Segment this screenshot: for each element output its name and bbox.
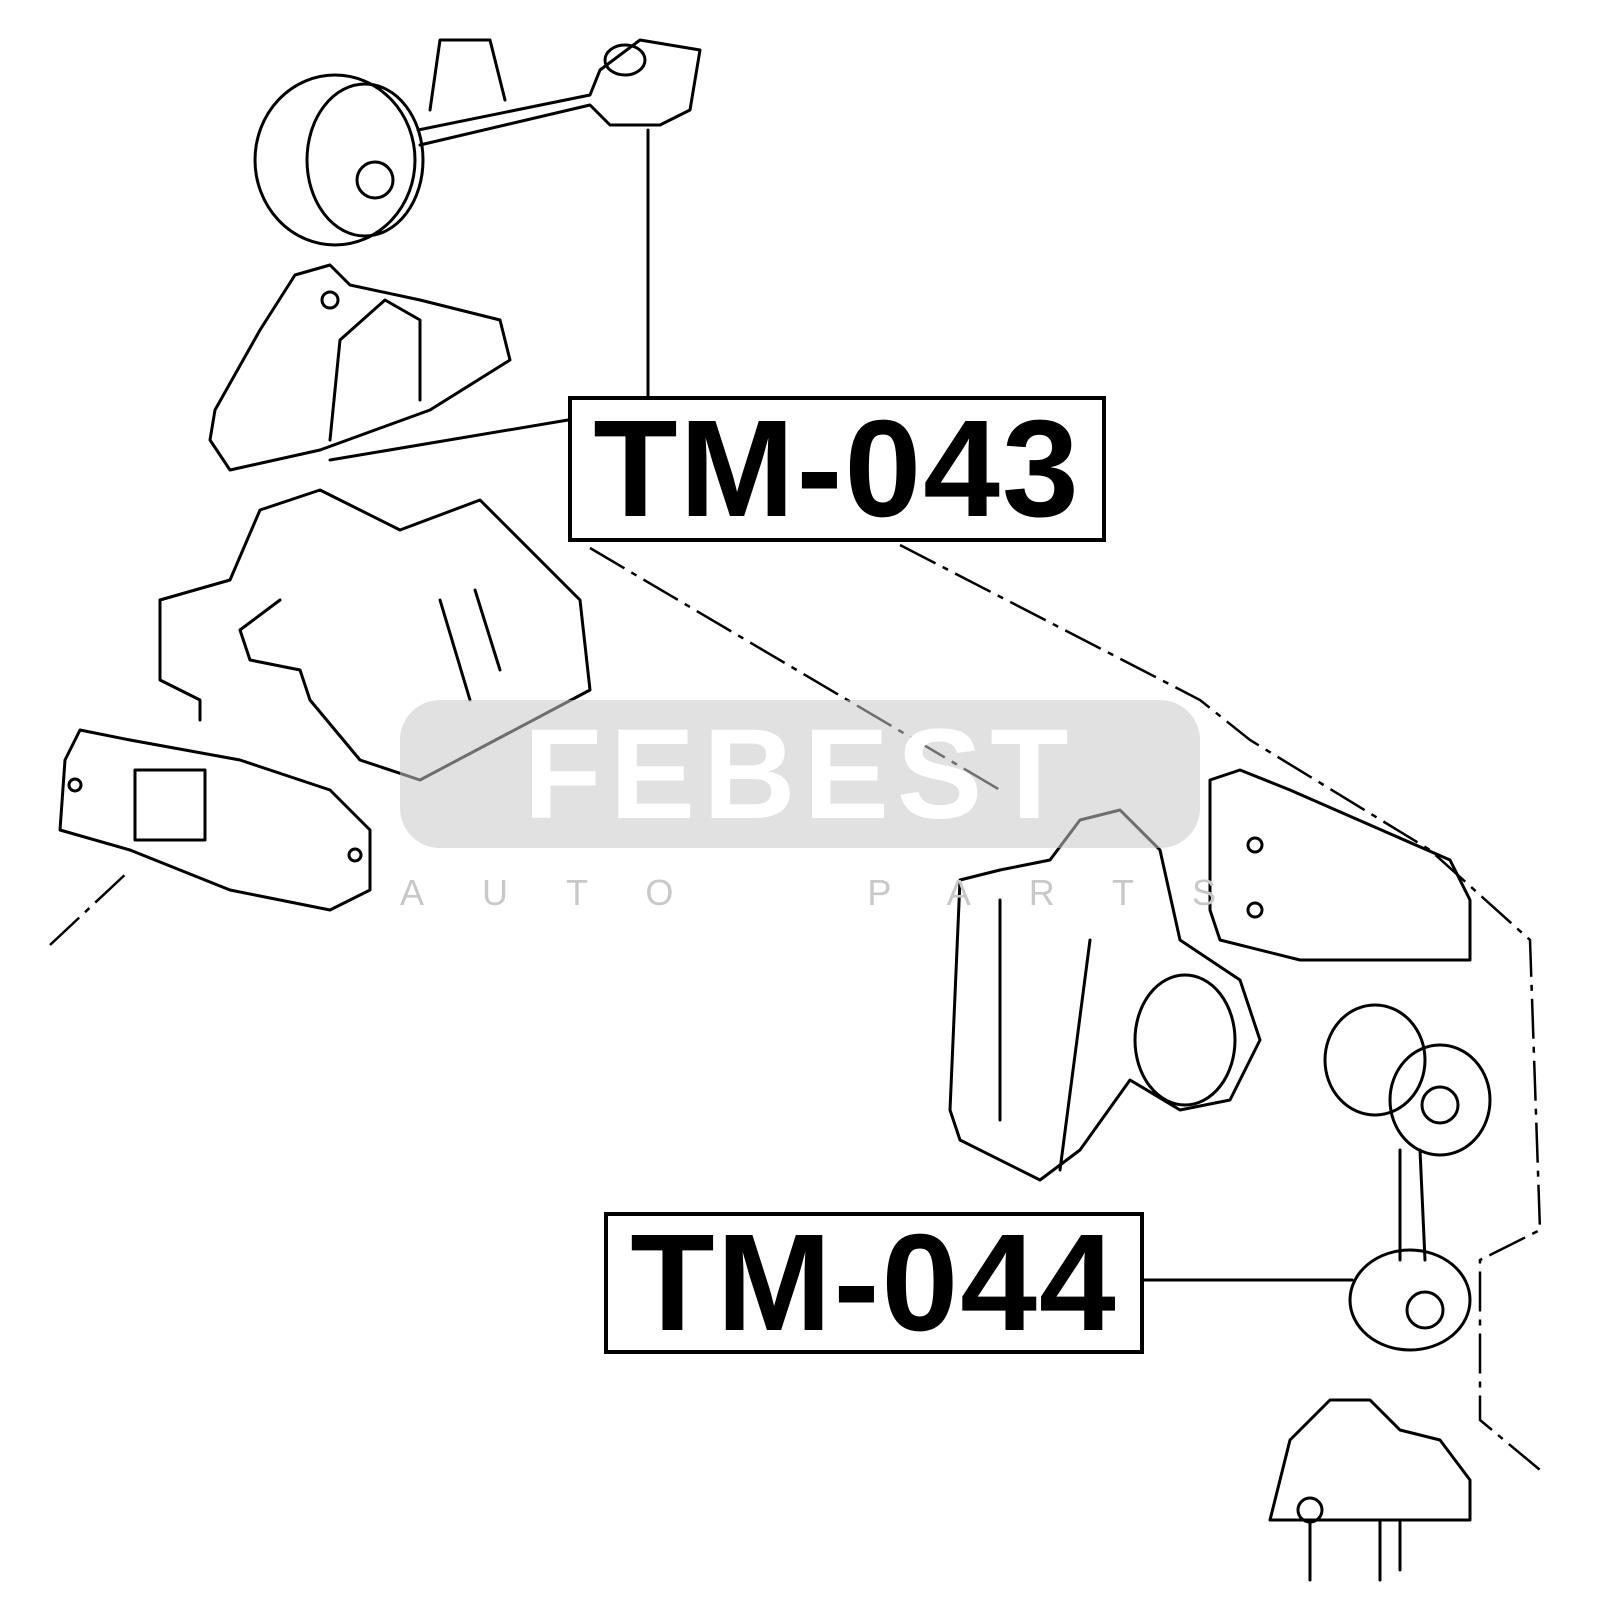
mount-bottom-right: [1268, 1398, 1472, 1582]
watermark-brand: FEBEST: [400, 700, 1200, 848]
mount-tm043-drawing: [253, 38, 702, 247]
bracket-upper-left: [208, 263, 512, 472]
leader-line-tm043-left: [328, 418, 570, 462]
watermark-tagline: AUTO PARTS: [400, 872, 1275, 913]
frame-outline-right: [899, 543, 1542, 1471]
centerline-left: [49, 869, 131, 946]
part-label-tm043: TM-043: [568, 392, 1106, 546]
mount-left-assembly: [58, 488, 592, 912]
mount-tm044-drawing: [1323, 1003, 1492, 1352]
part-label-tm044: TM-044: [604, 1206, 1144, 1360]
